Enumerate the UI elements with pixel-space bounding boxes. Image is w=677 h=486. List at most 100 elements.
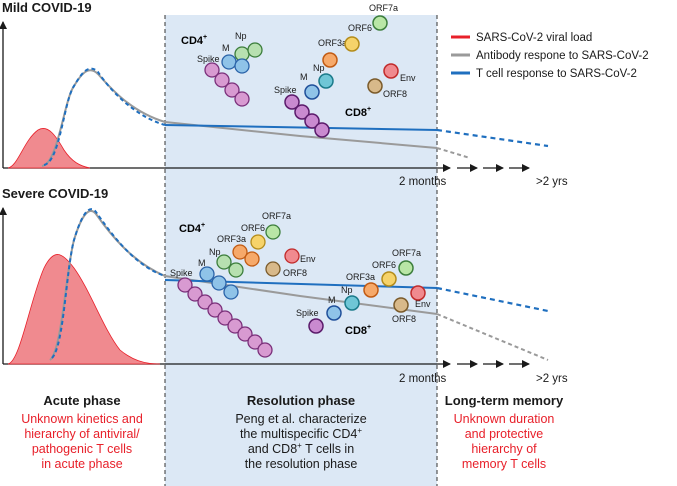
acute-phase-line-1: Unknown kinetics and bbox=[21, 412, 143, 426]
severe-cd4-m-cell-2 bbox=[211, 275, 227, 291]
severe-cd8-orf6-label: ORF6 bbox=[372, 260, 396, 270]
mild-cd8-spike-cell-4 bbox=[314, 122, 330, 138]
severe-cd4-orf7a-label: ORF7a bbox=[262, 211, 291, 221]
mild-cd8-spike-cell-1 bbox=[284, 94, 300, 110]
mild-panel-title: Mild COVID-19 bbox=[2, 0, 92, 15]
mild-tcell-resolution bbox=[164, 124, 438, 131]
severe-cd4-spike-cell-9 bbox=[257, 342, 273, 358]
severe-cd4-spike-cell-7 bbox=[237, 326, 253, 342]
mild-cd4-spike-cell-1 bbox=[204, 62, 220, 78]
severe-cd4-np-label: Np bbox=[209, 247, 221, 257]
acute-phase-title: Acute phase bbox=[43, 393, 120, 408]
mild-cd8-np-label: Np bbox=[313, 63, 325, 73]
mild-cd8-orf8-label: ORF8 bbox=[383, 89, 407, 99]
mild-cd8-orf3a-cell bbox=[322, 52, 338, 68]
mild-cd4-m-cell-2 bbox=[234, 58, 250, 74]
severe-cd8-orf8-label: ORF8 bbox=[392, 314, 416, 324]
severe-antibody-projection bbox=[436, 313, 549, 361]
mild-cd4-spike-label: Spike bbox=[197, 54, 220, 64]
mild-cd4-spike-cell-2 bbox=[214, 72, 230, 88]
mild-cd4-label: CD4+ bbox=[181, 34, 207, 47]
severe-cd8-spike-cell bbox=[308, 318, 324, 334]
mild-cd8-orf8-cell bbox=[367, 78, 383, 94]
resolution-phase-line-4: the resolution phase bbox=[245, 457, 358, 471]
mild-viral-load-curve bbox=[7, 128, 91, 169]
severe-cd4-orf3a-cell-1 bbox=[232, 244, 248, 260]
severe-cd8-env-label: Env bbox=[415, 299, 431, 309]
mild-tcell-curve bbox=[43, 67, 166, 166]
severe-cd8-spike-label: Spike bbox=[296, 308, 319, 318]
mild-tcell-projection bbox=[436, 128, 549, 148]
severe-cd4-orf6-cell bbox=[250, 234, 266, 250]
resolution-phase-line-2: the multispecific CD4+ bbox=[240, 426, 362, 441]
severe-cd8-orf7a-cell bbox=[398, 260, 414, 276]
severe-cd4-orf3a-label: ORF3a bbox=[217, 234, 246, 244]
mild-cd4-cells bbox=[204, 42, 263, 107]
legend-viral-label: SARS-CoV-2 viral load bbox=[476, 32, 592, 44]
resolution-phase-line-3: and CD8+ T cells in bbox=[248, 441, 354, 456]
severe-cd4-np-cell-2 bbox=[228, 262, 244, 278]
severe-cd4-orf7a-cell bbox=[265, 224, 281, 240]
severe-cd4-label: CD4+ bbox=[179, 222, 205, 235]
severe-cd4-orf8-label: ORF8 bbox=[283, 268, 307, 278]
mild-cd8-orf6-label: ORF6 bbox=[348, 23, 372, 33]
mild-cd8-orf7a-label: ORF7a bbox=[369, 3, 398, 13]
mild-cd8-orf7a-cell bbox=[372, 15, 388, 31]
severe-axis-2-months: 2 months bbox=[399, 373, 447, 385]
mild-antibody-curve bbox=[41, 69, 438, 167]
severe-cd8-orf3a-cell bbox=[363, 282, 379, 298]
mild-cd8-label: CD8+ bbox=[345, 106, 371, 119]
mild-cd8-np-cell bbox=[318, 73, 334, 89]
severe-cd4-m-label: M bbox=[198, 258, 206, 268]
mild-cd4-m-cell-1 bbox=[221, 54, 237, 70]
mild-cd8-orf3a-label: ORF3a bbox=[318, 38, 347, 48]
mild-cd4-np-cell-2 bbox=[247, 42, 263, 58]
severe-cd4-np-cell-1 bbox=[216, 254, 232, 270]
severe-cd8-label: CD8+ bbox=[345, 324, 371, 337]
memory-phase-title: Long-term memory bbox=[445, 393, 564, 408]
mild-axis-2-years: >2 yrs bbox=[536, 176, 568, 188]
severe-cd4-spike-cell-1 bbox=[177, 277, 193, 293]
severe-cd4-spike-cell-5 bbox=[217, 310, 233, 326]
mild-cd4-spike-cell-4 bbox=[234, 91, 250, 107]
mild-cd8-env-label: Env bbox=[400, 73, 416, 83]
mild-cd8-cells bbox=[284, 15, 399, 138]
severe-cd8-cells bbox=[308, 260, 426, 334]
severe-cd4-spike-cell-4 bbox=[207, 302, 223, 318]
severe-cd4-spike-cell-8 bbox=[247, 334, 263, 350]
mild-cd8-m-label: M bbox=[300, 72, 308, 82]
severe-cd8-m-label: M bbox=[328, 295, 336, 305]
severe-tcell-resolution bbox=[164, 279, 438, 289]
severe-panel-title: Severe COVID-19 bbox=[2, 186, 108, 201]
mild-cd8-orf6-cell bbox=[344, 36, 360, 52]
mild-antibody-projection bbox=[436, 147, 471, 159]
resolution-phase-title: Resolution phase bbox=[247, 393, 355, 408]
acute-phase-line-4: in acute phase bbox=[41, 457, 122, 471]
severe-cd8-orf3a-label: ORF3a bbox=[346, 272, 375, 282]
severe-cd8-orf8-cell bbox=[393, 297, 409, 313]
severe-cd4-env-label: Env bbox=[300, 254, 316, 264]
mild-cd8-spike-label: Spike bbox=[274, 85, 297, 95]
severe-cd4-orf6-label: ORF6 bbox=[241, 223, 265, 233]
severe-cd4-spike-label: Spike bbox=[170, 268, 193, 278]
severe-cd4-spike-cell-6 bbox=[227, 318, 243, 334]
severe-cd4-cells bbox=[177, 224, 300, 358]
legend: SARS-CoV-2 viral load Antibody respone t… bbox=[451, 32, 649, 80]
severe-cd4-spike-cell-3 bbox=[197, 294, 213, 310]
mild-cd8-spike-cell-2 bbox=[294, 104, 310, 120]
severe-cd8-orf6-cell bbox=[381, 271, 397, 287]
mild-cd8-m-cell bbox=[304, 84, 320, 100]
memory-phase-line-1: Unknown duration bbox=[454, 412, 555, 426]
memory-phase-line-4: memory T cells bbox=[462, 457, 546, 471]
memory-phase-line-2: and protective bbox=[465, 427, 544, 441]
severe-cd8-env-cell bbox=[410, 285, 426, 301]
acute-phase-line-2: hierarchy of antiviral/ bbox=[24, 427, 140, 441]
severe-tcell-curve bbox=[51, 208, 166, 359]
severe-cd4-orf8-cell bbox=[265, 261, 281, 277]
legend-antibody-label: Antibody respone to SARS-CoV-2 bbox=[476, 50, 649, 62]
severe-cd8-m-cell bbox=[326, 305, 342, 321]
severe-cd8-orf7a-label: ORF7a bbox=[392, 248, 421, 258]
severe-cd4-spike-cell-2 bbox=[187, 286, 203, 302]
resolution-phase-band bbox=[165, 15, 437, 486]
